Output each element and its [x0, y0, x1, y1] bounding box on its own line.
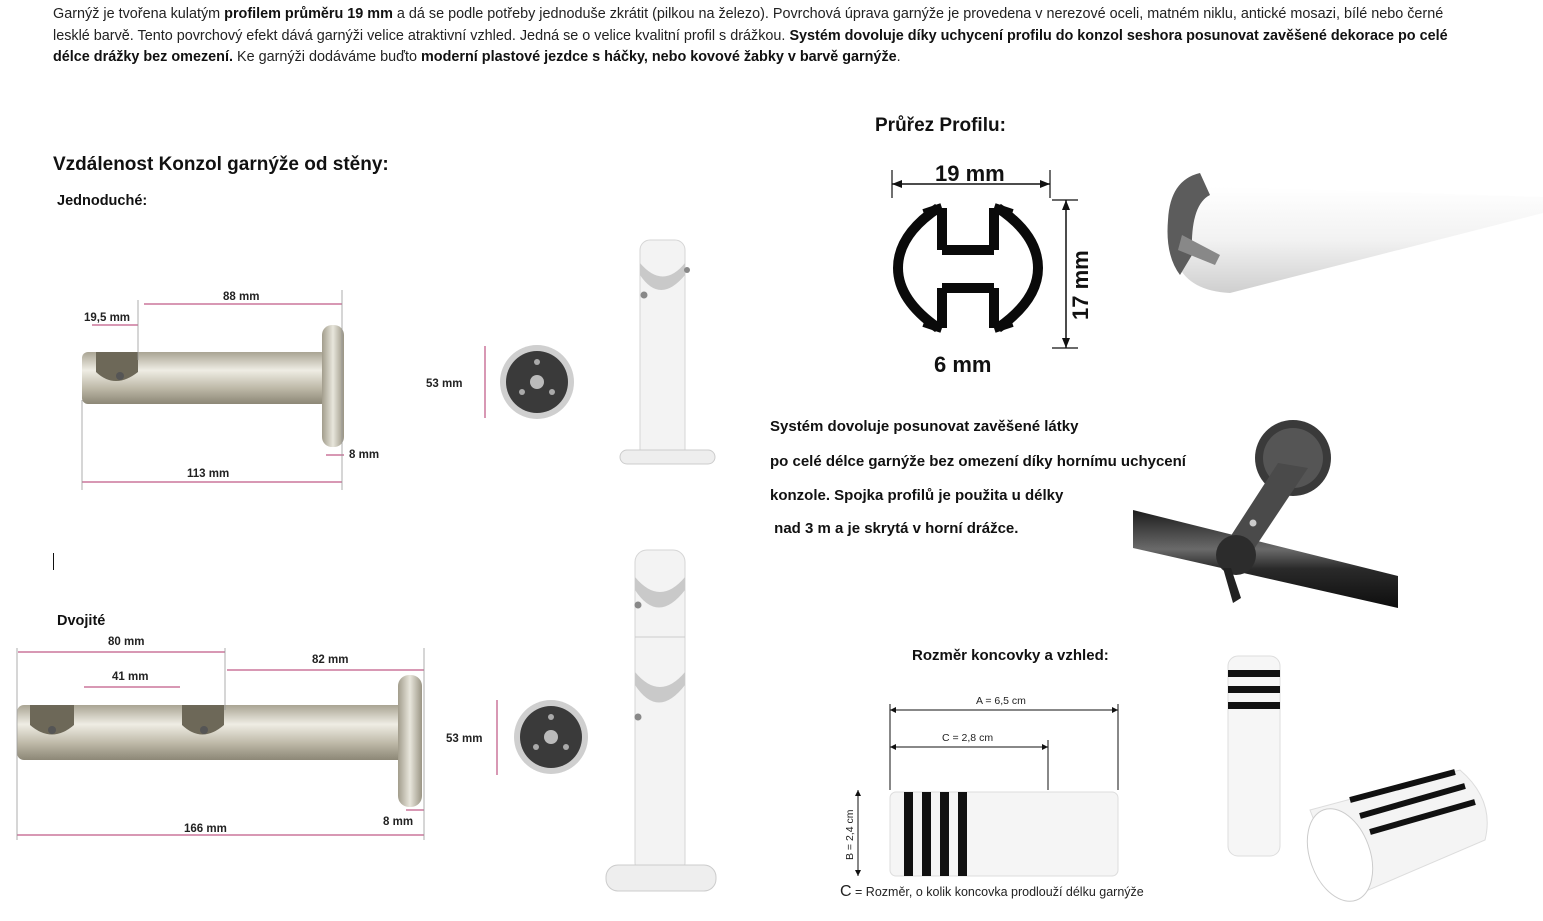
double-white-bracket	[605, 549, 717, 892]
profile-gap: 6 mm	[934, 352, 991, 377]
dim-88: 88 mm	[223, 291, 259, 303]
endcap-note-text: = Rozměr, o kolik koncovka prodlouží dél…	[851, 885, 1144, 899]
intro-text-2: a dá se podle potřeby jednoduše zkrátit …	[53, 6, 1444, 44]
profile-cross-section: 19 mm 17 mm 6 mm	[891, 161, 1093, 377]
black-rail-image	[1133, 420, 1398, 608]
single-white-bracket	[619, 239, 716, 465]
desc-line-4: nad 3 m a je skrytá v horní drážce.	[770, 520, 1019, 537]
single-plate-front: 53 mm	[426, 345, 574, 419]
profile-width: 19 mm	[935, 161, 1005, 186]
wall-plate	[322, 325, 344, 447]
desc-line-1: Systém dovoluje posunovat zavěšené látky	[770, 418, 1079, 435]
intro-text-4: .	[896, 49, 901, 65]
intro-bold-1: profilem průměru 19 mm	[224, 6, 393, 22]
intro-bold-2: Systém dovoluje díky uchycení profilu do…	[53, 27, 1448, 66]
single-label: Jednoduché:	[57, 193, 148, 209]
dim-19-5: 19,5 mm	[84, 312, 130, 324]
endcap-dim-b: B = 2,4 cm	[844, 809, 856, 860]
double-plate-front: 53 mm	[446, 700, 588, 775]
double-bracket-diagram: 80 mm 41 mm 82 mm 166 mm 8 mm	[16, 636, 425, 840]
endcap-image	[1227, 655, 1488, 902]
dim-41: 41 mm	[112, 671, 148, 683]
distance-heading: Vzdálenost Konzol garnýže od stěny:	[53, 154, 389, 175]
profile-height: 17 mm	[1068, 250, 1093, 320]
dim-53-double: 53 mm	[446, 733, 482, 745]
dim-8-double: 8 mm	[383, 816, 413, 828]
white-rail-image	[1167, 173, 1543, 293]
dim-80: 80 mm	[108, 636, 144, 648]
dim-53-single: 53 mm	[426, 378, 462, 390]
double-label: Dvojité	[57, 613, 106, 629]
dim-82: 82 mm	[312, 654, 348, 666]
intro-paragraph: Garnýž je tvořena kulatým profilem průmě…	[53, 4, 1453, 69]
bracket-screw	[116, 372, 124, 380]
intro-text-3: Ke garnýži dodáváme buďto	[232, 49, 422, 65]
desc-line-2: po celé délce garnýže bez omezení díky h…	[770, 453, 1186, 470]
endcap-diagram: A = 6,5 cm C = 2,8 cm B = 2,4 cm	[844, 695, 1119, 877]
dim-113: 113 mm	[187, 468, 229, 480]
text-cursor[interactable]	[53, 553, 54, 570]
desc-line-3: konzole. Spojka profilů je použita u dél…	[770, 487, 1064, 504]
intro-bold-3: moderní plastové jezdce s háčky, nebo ko…	[421, 49, 897, 65]
endcap-note: C = Rozměr, o kolik koncovka prodlouží d…	[840, 883, 1144, 901]
single-bracket-diagram: 19,5 mm 88 mm 113 mm 8 mm	[81, 290, 379, 490]
endcap-heading: Rozměr koncovky a vzhled:	[912, 647, 1109, 664]
endcap-note-c: C	[840, 883, 852, 900]
endcap-dim-c: C = 2,8 cm	[942, 732, 993, 744]
dim-8: 8 mm	[349, 449, 379, 461]
intro-text-1: Garnýž je tvořena kulatým	[53, 6, 225, 22]
bracket-tube	[82, 352, 327, 404]
double-bracket-tube	[17, 705, 412, 760]
endcap-dim-a: A = 6,5 cm	[976, 695, 1026, 707]
dim-166: 166 mm	[184, 823, 227, 835]
bracket-hook	[96, 352, 138, 381]
profile-heading: Průřez Profilu:	[875, 115, 1006, 136]
